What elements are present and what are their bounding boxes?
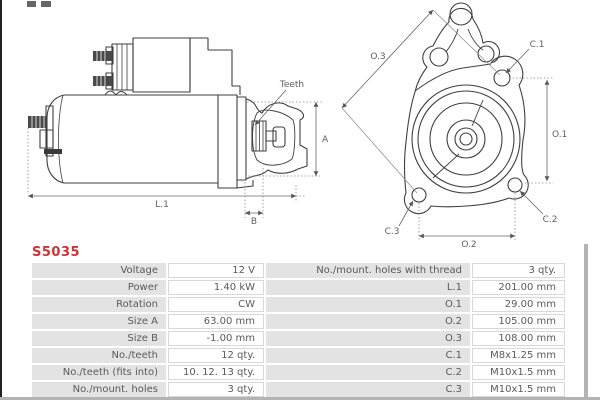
spec-label-cell: C.1 [266, 348, 470, 363]
spec-label-cell: Power [32, 280, 166, 295]
c1-leader [505, 48, 530, 74]
spec-label-cell: Voltage [32, 263, 166, 278]
spec-label-cell: L.1 [266, 280, 470, 295]
spec-value-cell: M8x1.25 mm [472, 348, 565, 363]
front-view-dimensions [341, 9, 553, 241]
spec-label-cell: Size B [32, 331, 166, 346]
mount-hole-c2 [507, 177, 523, 193]
motor-body [46, 94, 238, 189]
photo-edge-left [0, 0, 2, 400]
photo-edge-bottom [0, 397, 600, 400]
dim-c3-label: C.3 [385, 227, 400, 237]
spec-label-cell: No./mount. holes [32, 382, 166, 397]
c3-leader [398, 200, 414, 227]
spec-label-cell: O.1 [266, 297, 470, 312]
spec-value-cell: 201.00 mm [472, 280, 565, 295]
shaft-bearing [272, 126, 286, 148]
spec-value-cell: 105.00 mm [472, 314, 565, 329]
teeth-leader [254, 89, 287, 126]
flange-face-circles [411, 84, 521, 194]
dim-line-o3 [341, 9, 434, 109]
left-lobe-hole [429, 47, 449, 67]
starter-front-view [403, 2, 529, 215]
spec-value-cell: -1.00 mm [168, 331, 264, 346]
spec-value-cell: M10x1.5 mm [472, 365, 565, 380]
dim-o3-label: O.3 [370, 52, 385, 62]
solenoid-terminal-bottom [93, 76, 112, 86]
pinion-gear [251, 120, 267, 152]
spec-label-cell: No./mount. holes with thread [266, 263, 470, 278]
solenoid-can [132, 37, 191, 93]
spec-value-cell: 1.40 kW [168, 280, 264, 295]
spec-label-cell: No./teeth [32, 348, 166, 363]
spec-label-cell: O.2 [266, 314, 470, 329]
dim-o2-label: O.2 [461, 240, 476, 250]
dim-c1-label: C.1 [530, 40, 545, 50]
pinion-shaft [265, 130, 277, 142]
dim-b-label: B [251, 217, 257, 227]
bell-opening [252, 109, 296, 166]
dim-a-label: A [322, 135, 329, 145]
solenoid-bracket [190, 37, 241, 95]
spec-value-cell: 3 qty. [168, 382, 264, 397]
spec-value-cell: 29.00 mm [472, 297, 565, 312]
spec-value-cell: 12 qty. [168, 348, 264, 363]
spec-value-cell: M10x1.5 mm [472, 382, 565, 397]
spec-value-cell: 12 V [168, 263, 264, 278]
mount-hole-c3 [411, 187, 427, 203]
spec-value-cell: 3 qty. [472, 263, 565, 278]
top-lobe-hole [449, 2, 473, 26]
spec-label-cell: C.2 [266, 365, 470, 380]
watermark-fragment [41, 1, 51, 7]
spec-value-cell: 63.00 mm [168, 314, 264, 329]
technical-drawing: Teeth A L.1 B [27, 2, 567, 250]
spec-label-cell: Rotation [32, 297, 166, 312]
rear-bracket-bar [44, 149, 62, 154]
spec-label-cell: C.3 [266, 382, 470, 397]
side-view-dimensions [27, 89, 322, 218]
teeth-label: Teeth [279, 80, 304, 90]
right-lobe-hole [477, 45, 495, 63]
rear-bolt [28, 116, 46, 128]
spec-value-cell: 108.00 mm [472, 331, 565, 346]
drive-flange [236, 96, 247, 181]
spec-label-cell: O.3 [266, 331, 470, 346]
bell-housing [245, 98, 308, 180]
starter-side-view [28, 37, 308, 189]
solenoid-terminal-top [93, 51, 112, 61]
spec-value-cell: CW [168, 297, 264, 312]
watermark-fragment [27, 1, 36, 7]
dim-c2-label: C.2 [543, 215, 558, 225]
solenoid-cap [111, 43, 134, 91]
spec-label-cell: Size A [32, 314, 166, 329]
photo-edge-right [584, 244, 588, 397]
spec-value-cell: 10. 12. 13 qty. [168, 365, 264, 380]
spec-label-cell: No./teeth (fits into) [32, 365, 166, 380]
c2-leader [519, 190, 544, 215]
dim-o1-label: O.1 [552, 130, 567, 140]
dim-l1-label: L.1 [155, 200, 169, 210]
mount-hole-c1 [493, 69, 511, 87]
part-number: S5035 [32, 245, 81, 260]
flange-outline [403, 7, 529, 215]
